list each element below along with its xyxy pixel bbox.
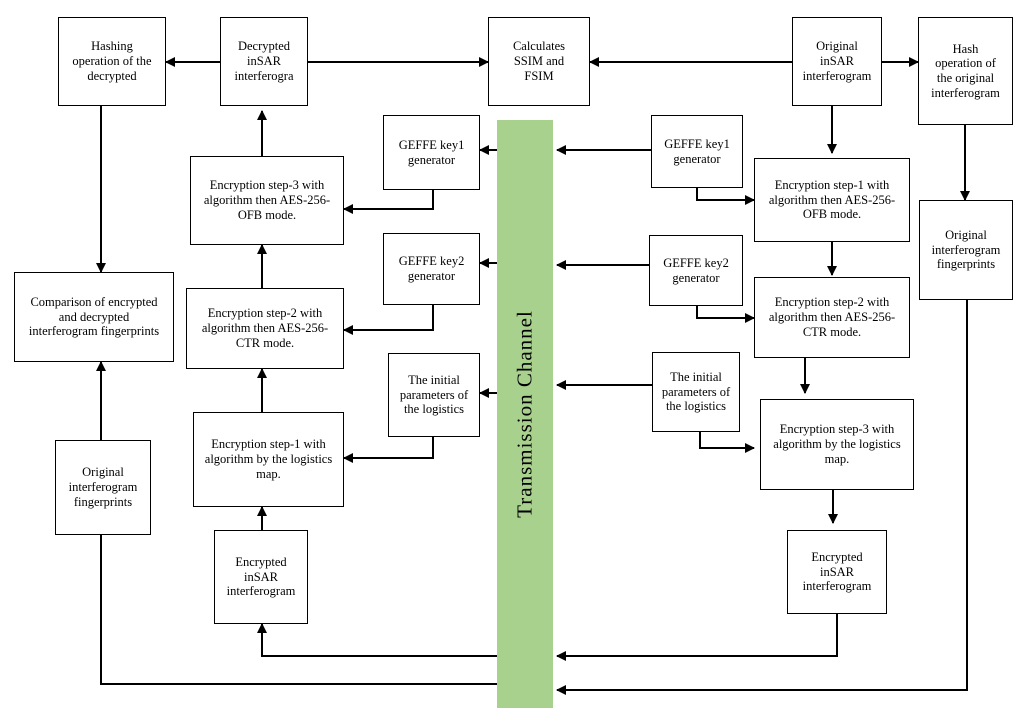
right-encryption-step1-box: Encryption step-1 with algorithm then AE… bbox=[754, 158, 910, 242]
original-insar-box: Original inSAR interferogram bbox=[792, 17, 882, 106]
right-encrypted-insar-box: Encrypted inSAR interferogram bbox=[787, 530, 887, 614]
right-encryption-step2-label: Encryption step-2 with algorithm then AE… bbox=[768, 295, 896, 339]
right-encryption-step2-box: Encryption step-2 with algorithm then AE… bbox=[754, 277, 910, 358]
right-initial-params-label: The initial parameters of the logistics bbox=[661, 369, 731, 414]
left-encryption-step1-label: Encryption step-1 with algorithm by the … bbox=[204, 437, 333, 481]
right-original-fingerprints-box: Original interferogram fingerprints bbox=[919, 200, 1013, 300]
decrypted-insar-box: Decrypted inSAR interferogra bbox=[220, 17, 308, 106]
ssim-fsim-label: Calculates SSIM and FSIM bbox=[512, 39, 566, 83]
right-encryption-step3-label: Encryption step-3 with algorithm by the … bbox=[773, 422, 901, 466]
arrow-encinsar-to-channel bbox=[556, 614, 838, 661]
left-encrypted-insar-box: Encrypted inSAR interferogram bbox=[214, 530, 308, 624]
arrow-rinit-to-enc3 bbox=[699, 432, 755, 453]
line-fp-to-bottom bbox=[100, 535, 497, 685]
left-geffe-key1-box: GEFFE key1 generator bbox=[383, 115, 480, 190]
right-encrypted-insar-label: Encrypted inSAR interferogram bbox=[802, 549, 872, 594]
hash-original-box: Hash operation of the original interfero… bbox=[918, 17, 1013, 125]
arrow-key1-to-enc3 bbox=[343, 190, 434, 214]
left-encryption-step2-label: Encryption step-2 with algorithm then AE… bbox=[201, 306, 329, 350]
right-encryption-step3-box: Encryption step-3 with algorithm by the … bbox=[760, 399, 914, 490]
comparison-box: Comparison of encrypted and decrypted in… bbox=[14, 272, 174, 362]
arrow-key2-to-enc2 bbox=[343, 305, 434, 335]
left-initial-params-box: The initial parameters of the logistics bbox=[388, 353, 480, 437]
left-geffe-key1-label: GEFFE key1 generator bbox=[398, 137, 465, 167]
arrow-origfp-to-channel bbox=[556, 300, 968, 695]
comparison-label: Comparison of encrypted and decrypted in… bbox=[28, 294, 160, 339]
left-encryption-step1-box: Encryption step-1 with algorithm by the … bbox=[193, 412, 344, 507]
right-initial-params-box: The initial parameters of the logistics bbox=[652, 352, 740, 432]
left-encryption-step2-box: Encryption step-2 with algorithm then AE… bbox=[186, 288, 344, 369]
right-encryption-step1-label: Encryption step-1 with algorithm then AE… bbox=[768, 177, 896, 222]
arrow-init-to-enc1 bbox=[343, 437, 434, 463]
left-original-fingerprints-label: Original interferogram fingerprints bbox=[68, 465, 138, 509]
right-geffe-key2-box: GEFFE key2 generator bbox=[649, 235, 743, 306]
left-encryption-step3-box: Encryption step-3 with algorithm then AE… bbox=[190, 156, 344, 245]
original-insar-label: Original inSAR interferogram bbox=[802, 39, 872, 83]
left-initial-params-label: The initial parameters of the logistics bbox=[399, 372, 469, 417]
ssim-fsim-box: Calculates SSIM and FSIM bbox=[488, 17, 590, 106]
hash-original-label: Hash operation of the original interfero… bbox=[931, 41, 1000, 100]
transmission-channel bbox=[497, 120, 553, 708]
left-geffe-key2-box: GEFFE key2 generator bbox=[383, 233, 480, 305]
left-geffe-key2-label: GEFFE key2 generator bbox=[398, 254, 465, 283]
right-geffe-key2-label: GEFFE key2 generator bbox=[663, 255, 729, 285]
left-encrypted-insar-label: Encrypted inSAR interferogram bbox=[226, 554, 296, 599]
hashing-decrypted-label: Hashing operation of the decrypted bbox=[72, 39, 152, 83]
right-geffe-key1-label: GEFFE key1 generator bbox=[664, 136, 730, 166]
hashing-decrypted-box: Hashing operation of the decrypted bbox=[58, 17, 166, 106]
arrow-rkey1-to-enc1 bbox=[696, 188, 755, 205]
left-encryption-step3-label: Encryption step-3 with algorithm then AE… bbox=[203, 178, 331, 222]
arrow-rkey2-to-enc2 bbox=[696, 306, 755, 323]
decrypted-insar-label: Decrypted inSAR interferogra bbox=[234, 39, 294, 83]
right-geffe-key1-box: GEFFE key1 generator bbox=[651, 115, 743, 188]
arrow-channel-to-encinsar-left bbox=[257, 623, 497, 657]
right-original-fingerprints-label: Original interferogram fingerprints bbox=[931, 227, 1001, 272]
left-original-fingerprints-box: Original interferogram fingerprints bbox=[55, 440, 151, 535]
